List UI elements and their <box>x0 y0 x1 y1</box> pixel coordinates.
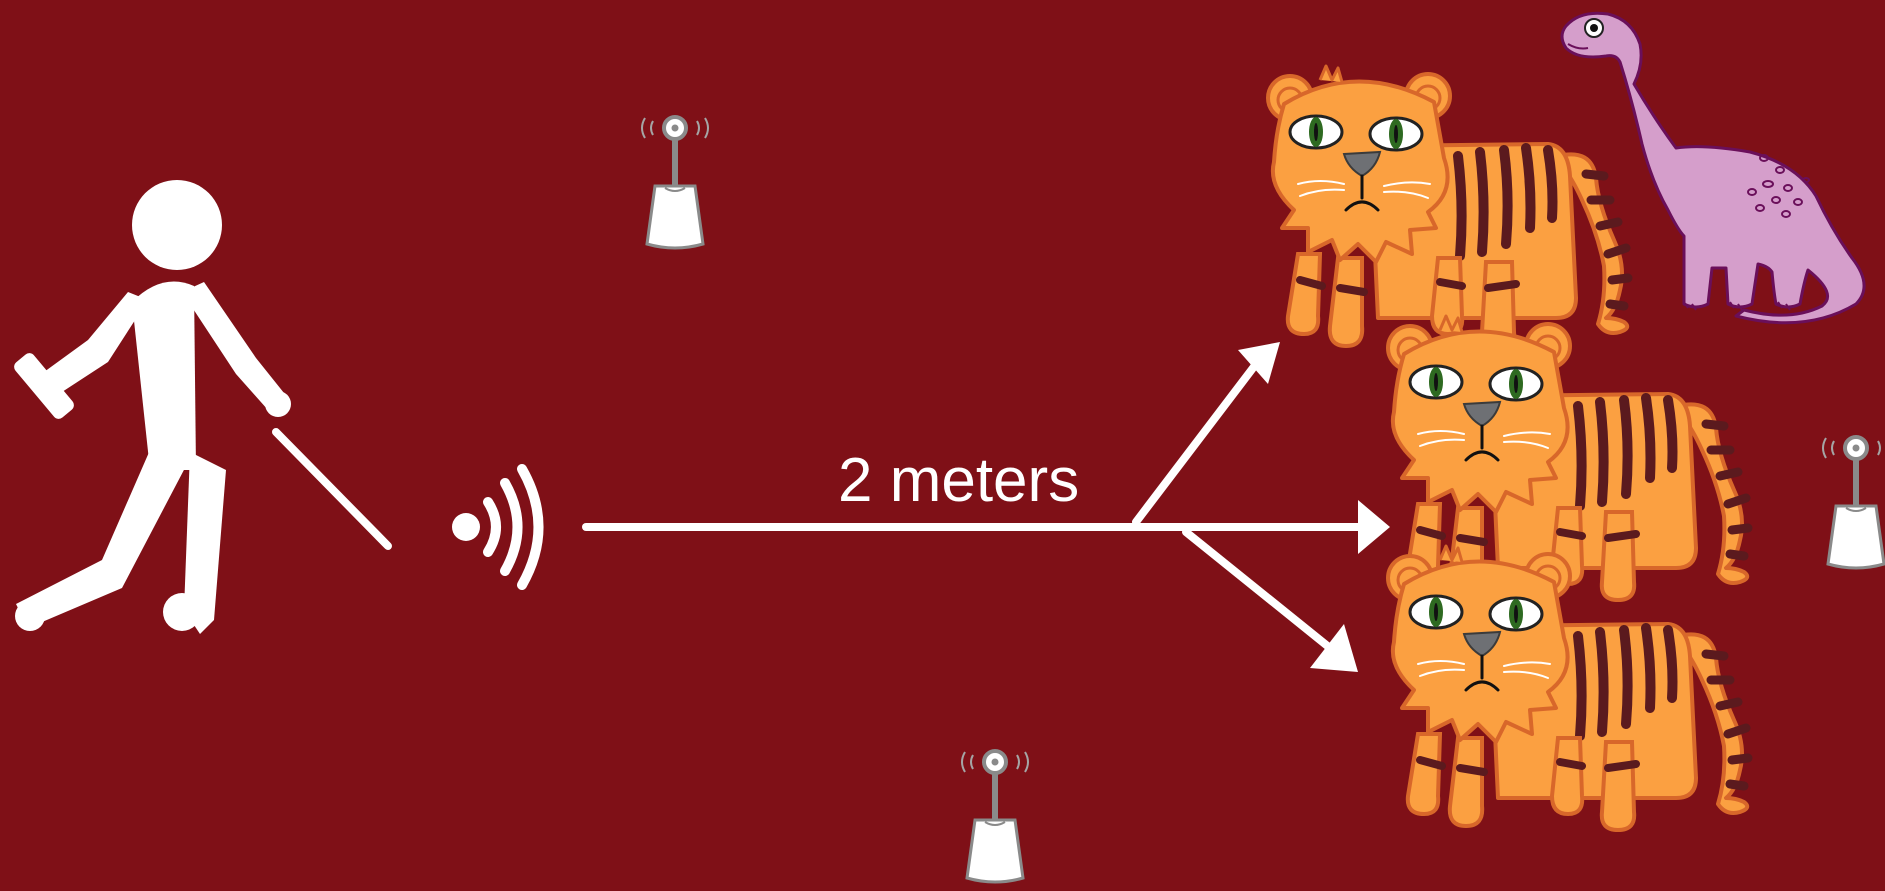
person-with-cane-icon <box>14 180 291 634</box>
distance-label: 2 meters <box>838 446 1079 515</box>
upper-arrow-head <box>1238 342 1280 384</box>
lower-arrow <box>1182 528 1334 652</box>
lower-arrow-head <box>1310 624 1358 672</box>
main-arrow-head <box>1358 500 1390 554</box>
wifi-signal-icon <box>452 464 544 590</box>
upper-arrow <box>1132 360 1260 526</box>
distance-arrows <box>582 342 1390 672</box>
white-cane <box>272 428 392 550</box>
